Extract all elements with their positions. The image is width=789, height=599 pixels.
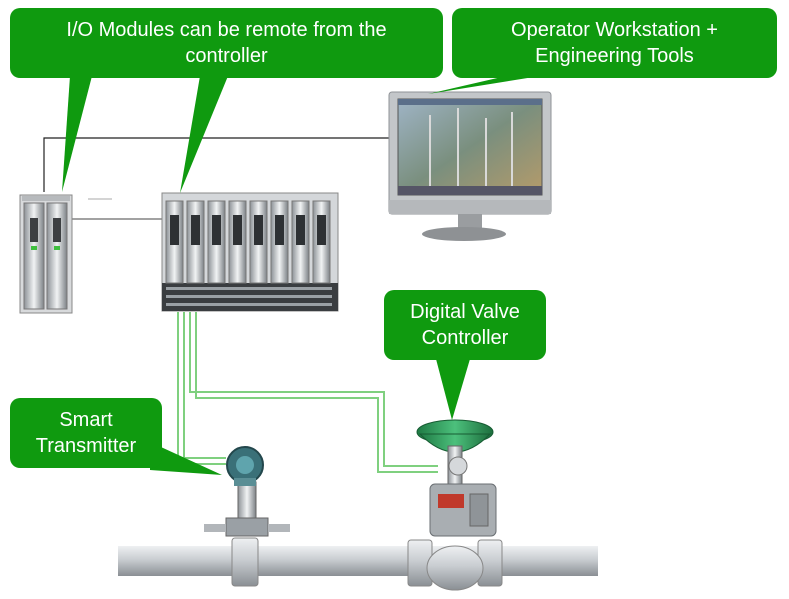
- valve-icon: [416, 419, 497, 537]
- controller-rack-icon: [19, 194, 73, 314]
- network-lines: [43, 137, 389, 220]
- callout-operator-workstation: Operator Workstation + Engineering Tools: [452, 8, 777, 78]
- callout-io-modules-line2: controller: [185, 45, 268, 67]
- callout-smart-transmitter: Smart Transmitter: [10, 398, 162, 468]
- transmitter-icon: [204, 446, 290, 537]
- io-module-rack-icon: [161, 192, 339, 312]
- callout-smart-transmitter-line2: Transmitter: [35, 435, 137, 457]
- callout-digital-valve-line1: Digital Valve: [410, 301, 520, 323]
- callout-operator-workstation-line2: Engineering Tools: [535, 45, 694, 67]
- callout-digital-valve-line2: Controller: [421, 327, 509, 349]
- callout-io-modules-line1: I/O Modules can be remote from the: [66, 19, 387, 41]
- callout-io-modules: I/O Modules can be remote from the contr…: [10, 8, 443, 78]
- pipe-icon: [118, 537, 598, 591]
- callout-operator-workstation-line1: Operator Workstation +: [511, 19, 718, 41]
- callout-smart-transmitter-line1: Smart: [59, 409, 113, 431]
- monitor-icon: [388, 91, 552, 241]
- callout-digital-valve-controller: Digital Valve Controller: [384, 290, 546, 360]
